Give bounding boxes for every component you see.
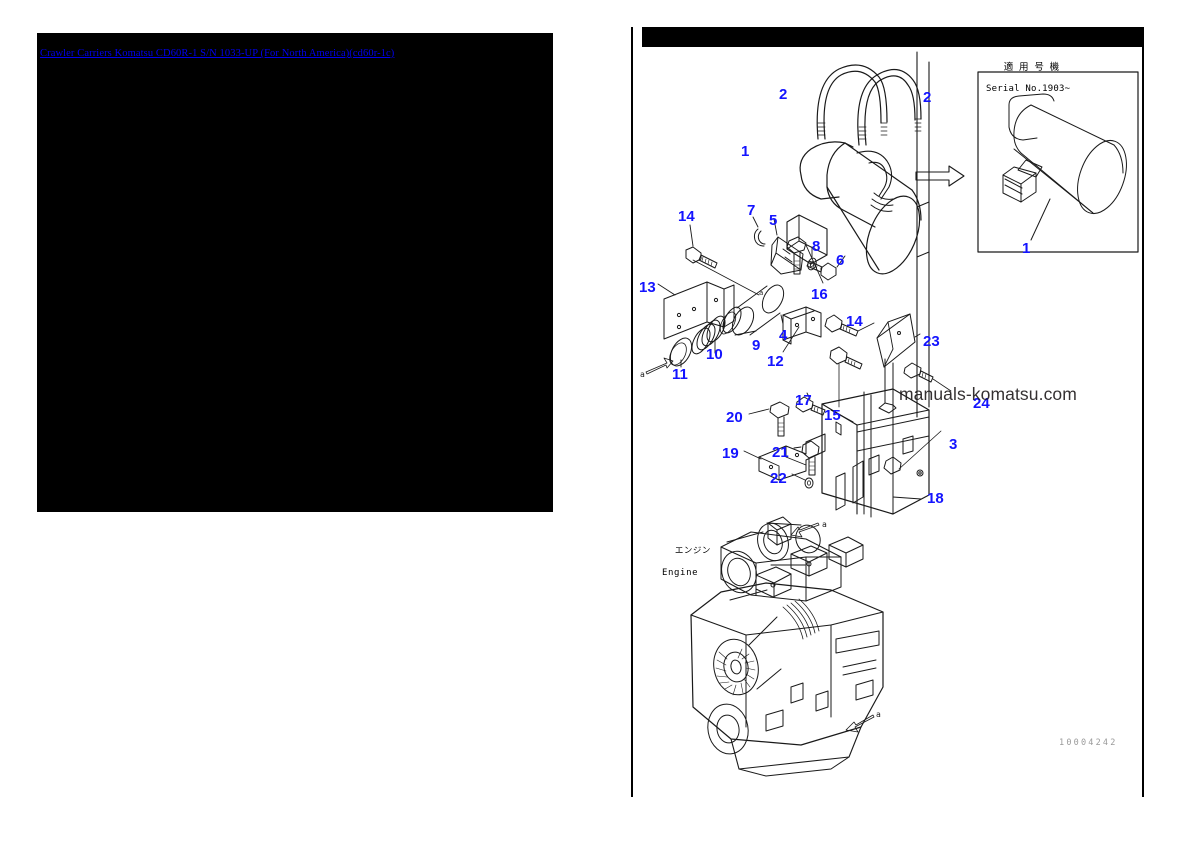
document-title-link[interactable]: Crawler Carriers Komatsu CD60R-1 S/N 103…	[40, 48, 395, 59]
callout-number: 4	[779, 327, 788, 344]
callout-number: 21	[772, 444, 789, 461]
callout-number: 2	[923, 89, 932, 106]
callout-number: 17	[795, 392, 812, 409]
callout-number: 10	[706, 346, 723, 363]
callout-number: 8	[812, 238, 821, 255]
callout-number: 1	[741, 143, 750, 160]
drawing-code: 10004242	[1059, 738, 1118, 748]
inset-caption-en: Serial No.1903~	[986, 84, 1071, 94]
engine-label: エンジン Engine	[662, 535, 711, 601]
callout-number: 13	[639, 279, 656, 296]
pdf-viewer-canvas	[37, 33, 553, 512]
callout-number: 5	[769, 212, 778, 229]
callout-number: 9	[752, 337, 761, 354]
engine-label-jp: エンジン	[674, 546, 711, 556]
callout-number: 20	[726, 409, 743, 426]
callout-number: 23	[923, 333, 940, 350]
diagram-left-border	[631, 27, 633, 797]
callout-number: 14	[846, 313, 863, 330]
document-viewer-panel: Crawler Carriers Komatsu CD60R-1 S/N 103…	[37, 33, 553, 512]
svg-text:a: a	[822, 520, 827, 529]
exploded-parts-drawing: a	[640, 51, 1139, 777]
inset-caption-jp: 適 用 号 機	[1003, 62, 1061, 73]
callout-number: 3	[949, 436, 958, 453]
engine-label-en: Engine	[662, 568, 699, 578]
callout-number: 22	[770, 470, 787, 487]
callout-number: 11	[672, 366, 688, 383]
svg-text:a: a	[640, 370, 645, 379]
callout-number: 19	[722, 445, 739, 462]
callout-number: 1	[1022, 240, 1031, 257]
callout-number: 7	[747, 202, 756, 219]
parts-diagram-panel: a	[631, 27, 1144, 799]
diagram-top-black-bar	[642, 27, 1144, 47]
callout-number: 14	[678, 208, 695, 225]
callout-number: 2	[779, 86, 788, 103]
callout-number: 12	[767, 353, 784, 370]
inset-serial-caption: 適 用 号 機 Serial No.1903~	[986, 51, 1070, 117]
callout-number: 15	[824, 407, 841, 424]
callout-number: 24	[973, 395, 990, 412]
callout-number: 18	[927, 490, 944, 507]
callout-number: 6	[836, 252, 845, 269]
site-watermark: manuals-komatsu.com	[899, 384, 1077, 404]
diagram-right-border	[1142, 27, 1144, 797]
svg-text:a: a	[759, 289, 763, 297]
svg-text:a: a	[876, 710, 881, 719]
callout-number: 16	[811, 286, 828, 303]
